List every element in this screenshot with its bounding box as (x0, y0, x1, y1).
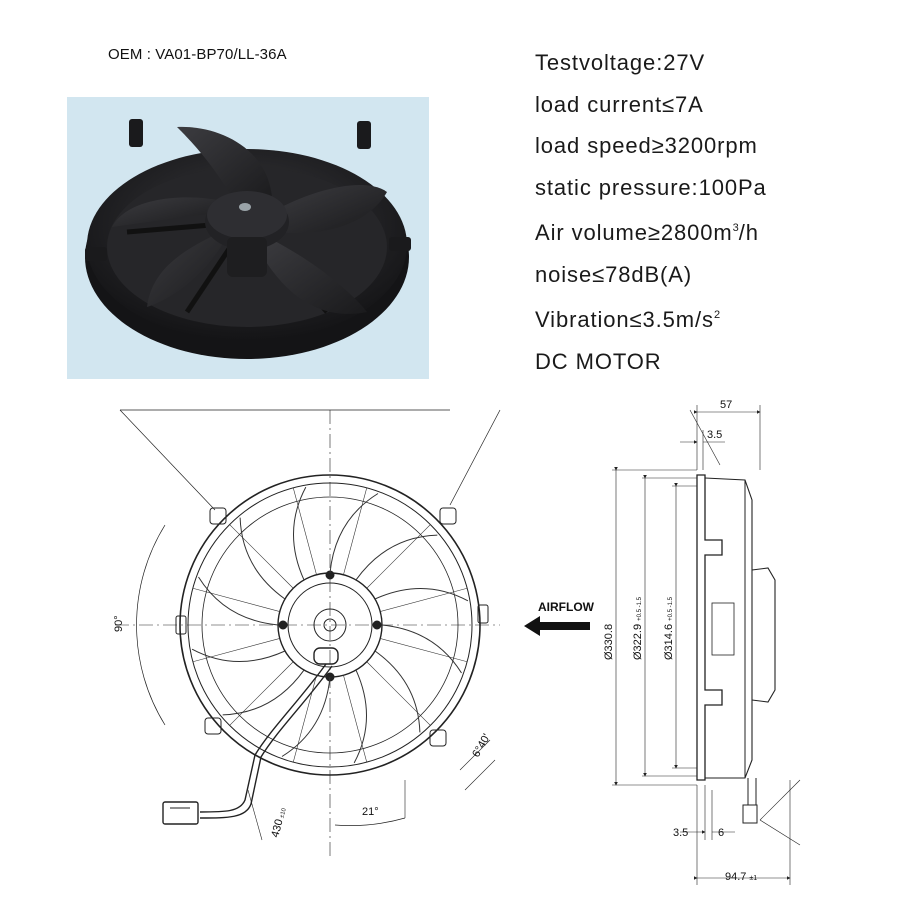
fan-blade (191, 648, 286, 662)
angle-21-label: 21° (362, 806, 379, 818)
dim-94-7-label: 94.7±1 (725, 871, 757, 883)
fan-photo (67, 97, 429, 379)
shroud-spoke (366, 524, 431, 589)
technical-drawing: 90° 21° 6°40' 430±10 AIRFLOW (113, 399, 801, 885)
angle-640-label: 6°40' (470, 732, 493, 760)
fan-blades (191, 486, 469, 764)
dia-322-9-label: Ø322.9+0.5 -1.5 (632, 596, 644, 660)
shroud-spoke (229, 524, 294, 589)
fan-photo-image (85, 119, 411, 359)
oem-code: OEM : VA01-BP70/LL-36A (108, 46, 287, 63)
dim-3-5-bottom-label: 3.5 (673, 827, 688, 839)
airflow-arrow (524, 616, 590, 636)
fan-blade (281, 676, 331, 757)
shroud-spoke (292, 487, 317, 575)
fan-blade (353, 669, 367, 764)
spec-air-volume: Air volume≥2800m3/h (535, 220, 759, 245)
shroud-spoke (343, 675, 368, 763)
shroud-spoke (380, 638, 468, 663)
spec-load-speed: load speed≥3200rpm (535, 133, 758, 158)
fan-blade (293, 486, 307, 581)
angle-90-label: 90° (113, 615, 125, 632)
fan-blade (381, 624, 462, 674)
fan-blade (329, 493, 379, 574)
fan-blade (374, 650, 421, 733)
spec-noise: noise≤78dB(A) (535, 261, 693, 287)
spec-list: Testvoltage:27V load current≤7A load spe… (535, 42, 767, 382)
front-view (115, 409, 501, 860)
fan-blade (239, 517, 286, 600)
shroud-spoke (343, 487, 368, 575)
dim-57-label: 57 (720, 399, 732, 411)
cable-length-label: 430±10 (269, 806, 289, 839)
fan-blade (198, 576, 279, 626)
side-view (612, 405, 801, 885)
dia-330-8-label: Ø330.8 (603, 624, 615, 660)
shroud-spoke (292, 675, 317, 763)
shroud-spoke (229, 661, 294, 726)
fan-blade (374, 588, 469, 602)
spec-vibration: Vibration≤3.5m/s2 (535, 307, 721, 332)
shroud-spoke (366, 661, 431, 726)
shroud-spoke (192, 638, 280, 663)
dia-314-6-label: Ø314.6+0.5 -1.5 (663, 596, 675, 660)
fan-blade (222, 669, 305, 716)
spec-static-pressure: static pressure:100Pa (535, 174, 767, 200)
spec-motor-type: DC MOTOR (535, 348, 662, 374)
shroud-spoke (192, 587, 280, 612)
spec-test-voltage: Testvoltage:27V (535, 50, 706, 75)
airflow-label: AIRFLOW (538, 600, 595, 614)
dim-6-label: 6 (718, 827, 724, 839)
shroud-spoke (380, 587, 468, 612)
fan-blade (355, 534, 438, 581)
dim-3-5-top-label: 3.5 (707, 429, 722, 441)
spec-load-current: load current≤7A (535, 91, 704, 117)
